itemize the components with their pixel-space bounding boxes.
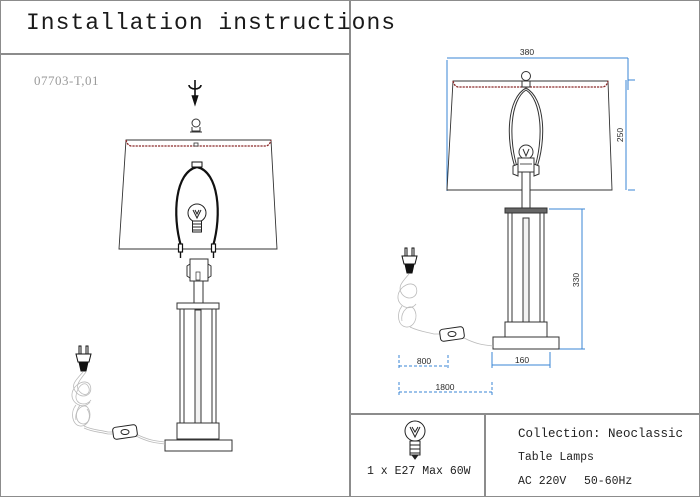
collection-name: Collection: Neoclassic <box>518 427 684 441</box>
lamp-base <box>164 280 233 452</box>
dimension-shade-width: 380 <box>520 47 534 57</box>
inline-switch-icon <box>439 326 465 342</box>
frequency-spec: 50-60Hz <box>584 475 633 488</box>
bulb-spec: 1 x E27 Max 60W <box>367 465 471 478</box>
power-cord <box>397 273 494 347</box>
lamp-harp <box>508 87 544 171</box>
light-bulb-icon <box>187 203 207 233</box>
assembly-diagram <box>71 80 278 452</box>
page-title: Installation instructions <box>26 10 397 36</box>
voltage-spec: AC 220V <box>518 475 567 488</box>
dimension-cord-switch: 800 <box>417 356 431 366</box>
lamp-socket <box>186 258 212 282</box>
finial-icon <box>521 71 531 88</box>
power-plug-icon <box>401 247 418 274</box>
product-type: Table Lamps <box>518 451 594 464</box>
dimension-shade-height: 250 <box>615 128 625 142</box>
power-cord <box>71 371 166 445</box>
power-plug-icon <box>75 345 92 372</box>
inline-switch-icon <box>112 424 138 440</box>
dimension-diagram: 380 250 330 160 800 1800 <box>397 47 635 395</box>
spec-column-divider <box>484 414 486 497</box>
title-divider <box>0 53 350 55</box>
lamp-base <box>492 171 560 350</box>
lampshade <box>118 139 278 250</box>
model-number: 07703-T,01 <box>34 73 100 88</box>
lamp-harp <box>175 161 219 258</box>
light-bulb-icon <box>512 144 540 177</box>
rotate-screw-icon <box>188 80 202 107</box>
light-bulb-icon <box>404 420 426 460</box>
finial-icon <box>190 118 202 133</box>
dimension-base-height: 330 <box>571 273 581 287</box>
panel-divider <box>349 0 351 497</box>
dimension-lines <box>398 57 635 395</box>
spec-divider <box>350 413 700 415</box>
dimension-base-width: 160 <box>515 355 529 365</box>
dimension-cord-total: 1800 <box>436 382 455 392</box>
